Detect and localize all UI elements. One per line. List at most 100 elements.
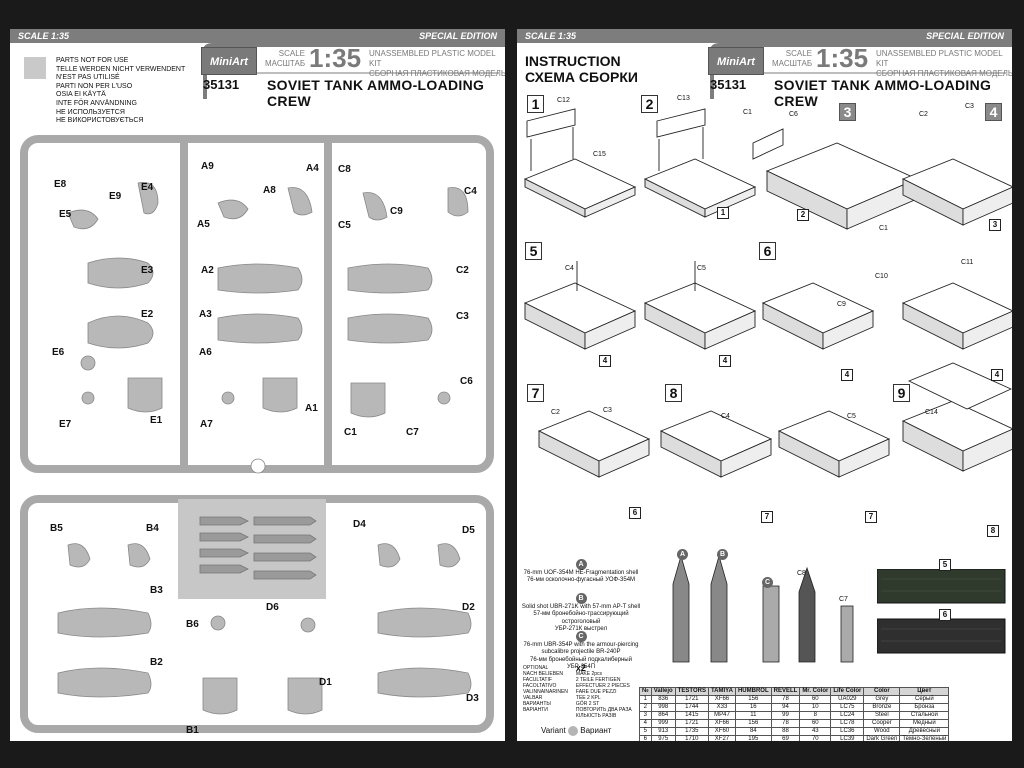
sprue-part-label: D4 (353, 519, 366, 530)
assembly-label: 6 (629, 507, 641, 519)
legend-line: VALBAR (523, 695, 543, 701)
table-cell: 1744 (674, 703, 709, 712)
sprue-part-label: B1 (186, 725, 199, 736)
variant-b-icon: B (575, 593, 587, 604)
table-cell: 60 (799, 719, 832, 728)
table-header: Цвет (899, 687, 950, 696)
table-cell: Steel (863, 711, 901, 720)
sprue-part-label: D6 (266, 602, 279, 613)
assembly-label: C4 (565, 265, 574, 272)
not-for-use-line: PARTI NON PER L'USO (56, 82, 133, 90)
table-cell: Стальной (899, 711, 950, 720)
table-cell: Bronze (863, 703, 901, 712)
legend-line: VALINNAINARINEN (523, 689, 568, 695)
table-header: REVELL (770, 687, 801, 696)
assembly-label: C6 (789, 111, 798, 118)
assembly-label: C12 (557, 97, 570, 104)
assembly-label: C1 (879, 225, 888, 232)
assembly-label: 7 (865, 511, 877, 523)
step-number-1: 1 (527, 95, 544, 113)
sprue-part-label: A5 (197, 219, 210, 230)
not-for-use-line: INTE FÖR ANVÄNDNING (56, 99, 137, 107)
table-cell: XF66 (707, 695, 736, 704)
sprue-part-label: C1 (344, 427, 357, 438)
table-cell: 99 (770, 711, 801, 720)
table-cell: 84 (734, 727, 772, 736)
sprue-part-label: E7 (59, 419, 72, 430)
assembly-label: C10 (875, 273, 888, 280)
assembly-label: C5 (697, 265, 706, 272)
table-cell: Медный (899, 719, 950, 728)
sprue-page: SCALE 1:35 SPECIAL EDITION MiniArt 35131… (10, 29, 505, 741)
table-cell: 10 (799, 703, 832, 712)
sprue-part-label: C5 (338, 220, 351, 231)
table-cell: 70 (799, 735, 832, 741)
sprue-part-label: A7 (200, 419, 213, 430)
not-for-use-line: TELLE WERDEN NICHT VERWENDENT (56, 65, 186, 73)
table-header: Color (863, 687, 901, 696)
variant-c-icon: C (575, 631, 587, 642)
table-cell: Древесный (899, 727, 950, 736)
shell-label: C (762, 577, 773, 588)
table-cell: 975 (650, 735, 676, 741)
assembly-label: C11 (961, 259, 974, 266)
legend-line: FACOLTATIVO (523, 683, 557, 689)
assembly-label: C1 (743, 109, 752, 116)
sprue-part-label: D5 (462, 525, 475, 536)
miniart-logo: MiniArt (201, 47, 257, 75)
kit-title: SOVIET TANK AMMO-LOADING CREW (267, 77, 485, 109)
step-number-3: 3 (839, 103, 856, 121)
table-cell: 1721 (674, 719, 709, 728)
assembly-label: C13 (677, 95, 690, 102)
legend-line: FARE DUE PEZZI (575, 689, 617, 695)
table-cell: Темно-Зеленый (899, 735, 950, 741)
sprue-part-label: C7 (406, 427, 419, 438)
assembly-label: 4 (991, 369, 1003, 381)
table-cell: LC36 (830, 727, 865, 736)
table-cell: 60 (799, 695, 832, 704)
sprue-part-label: D3 (466, 693, 479, 704)
shell-label: B (717, 549, 728, 560)
table-cell: UA029 (830, 695, 865, 704)
table-cell: LC39 (830, 735, 865, 741)
variant-b-desc: B Solid shot UBR-271K with 57-mm AP-T sh… (521, 593, 641, 633)
legend-line: FACULTATIF (523, 677, 552, 683)
table-cell: XF60 (707, 727, 736, 736)
legend-line: ВАРИАНТЫ (523, 701, 551, 707)
top-bar-right: SCALE 1:35 SPECIAL EDITION (517, 29, 1012, 43)
variant-a-icon: A (575, 559, 587, 570)
table-cell: 4 (639, 719, 652, 728)
legend-line: ВАРІАНТИ (523, 707, 548, 713)
table-cell: XF27 (707, 735, 736, 741)
assembly-label: 3 (989, 219, 1001, 231)
table-cell: Cooper (863, 719, 901, 728)
variant-a-desc: A 76-mm UOF-354M HE-Fragmentation shell … (523, 559, 639, 584)
not-for-use-line: PARTS NOT FOR USE (56, 57, 129, 64)
sprue-frame-bottom (20, 495, 494, 733)
table-cell: 1710 (674, 735, 709, 741)
instruction-page: SCALE 1:35 SPECIAL EDITION INSTRUCTION С… (517, 29, 1012, 741)
sprue-part-label: E9 (109, 191, 122, 202)
sprue-part-label: E6 (52, 347, 65, 358)
scale-big: 1:35 (309, 43, 362, 73)
sprue-part-label: A8 (263, 185, 276, 196)
table-cell: 998 (650, 703, 676, 712)
assembly-label: C2 (919, 111, 928, 118)
legend-line: TEE 2 KPL (575, 695, 601, 701)
assembly-label: C4 (721, 413, 730, 420)
variant-legend: Variant Вариант (541, 726, 612, 736)
legend-line: ПОВТОРИТЬ ДВА РАЗА (575, 707, 632, 713)
legend-line: OPTIONAL (523, 665, 549, 671)
table-cell: X33 (707, 703, 736, 712)
